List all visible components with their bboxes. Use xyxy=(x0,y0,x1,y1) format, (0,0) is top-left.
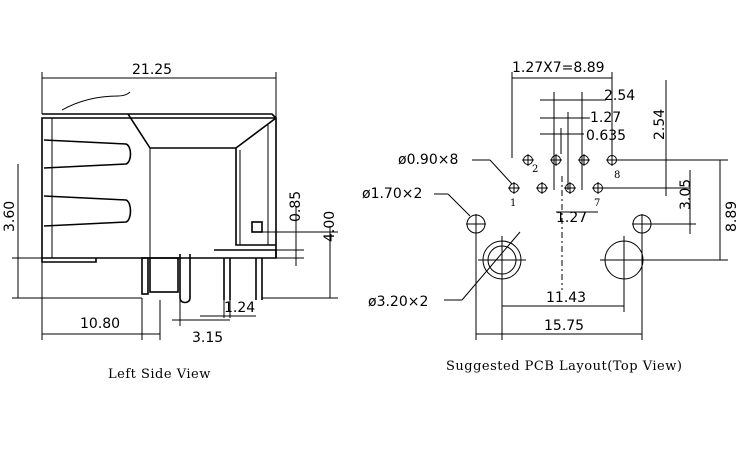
dim-label-pin-offset: 1.24 xyxy=(224,300,255,316)
dim-label-pin-127: 1.27 xyxy=(590,110,621,126)
dim-label-pin-pitch: 3.15 xyxy=(192,330,223,346)
dim-outer-spacing: 15.75 xyxy=(475,234,643,340)
signal-hole-callout: ø0.90×8 xyxy=(398,152,513,185)
left-side-view: 21.25 3.60 0.85 4.00 10.80 xyxy=(2,62,338,382)
signal-pin xyxy=(522,154,534,166)
led-holes xyxy=(466,214,652,234)
led-hole-label: ø1.70×2 xyxy=(362,186,422,202)
dim-front-to-pin: 10.80 xyxy=(41,262,161,340)
dim-row-pitch-vertical: 2.54 xyxy=(604,80,690,196)
dim-label-overall-length: 21.25 xyxy=(132,62,172,78)
pcb-layout-view: 1.27X7=8.89 2.54 1.27 0.635 xyxy=(362,60,740,374)
dim-label-outer-spacing: 15.75 xyxy=(544,318,584,334)
dim-label-height: 3.60 xyxy=(2,201,18,232)
dim-pin-pitch: 3.15 xyxy=(172,298,230,346)
dim-label-row-to-post: 3.05 xyxy=(678,179,694,210)
dim-label-pin-pitch-total: 1.27X7=8.89 xyxy=(512,60,605,76)
dim-pin-0635: 0.635 xyxy=(540,128,626,154)
signal-pin xyxy=(550,154,562,166)
post-holes xyxy=(478,236,648,284)
dim-label-row-pitch-254: 2.54 xyxy=(604,88,635,104)
post-hole-callout: ø3.20×2 xyxy=(368,231,521,310)
dim-right-verticals: 0.85 4.00 xyxy=(262,191,338,299)
dim-row-to-post: 3.05 xyxy=(652,170,696,234)
dim-label-overall-vertical: 8.89 xyxy=(724,201,740,232)
dim-pin-offset: 1.24 xyxy=(200,300,256,318)
post-hole-label: ø3.20×2 xyxy=(368,294,428,310)
dim-label-post-spacing: 11.43 xyxy=(546,290,586,306)
pin-label-8: 8 xyxy=(614,170,620,181)
dim-pin-127-lower: 1.27 xyxy=(556,210,598,226)
dim-overall-vertical: 8.89 xyxy=(648,159,740,261)
dim-label-pin-127-lower: 1.27 xyxy=(556,210,587,226)
led-hole-callout: ø1.70×2 xyxy=(362,186,471,217)
signal-pin xyxy=(536,182,548,194)
dim-row-pitch-254: 2.54 xyxy=(540,88,635,190)
dim-pin-pitch-total: 1.27X7=8.89 xyxy=(511,60,613,158)
pin-label-7: 7 xyxy=(594,198,600,209)
dim-label-pin-0635: 0.635 xyxy=(586,128,626,144)
dim-label-body-height: 4.00 xyxy=(322,211,338,242)
pin-label-2: 2 xyxy=(532,164,538,175)
signal-pin xyxy=(578,154,590,166)
signal-pin-grid xyxy=(508,154,618,194)
dim-label-front-to-pin: 10.80 xyxy=(80,316,120,332)
left-view-caption: Left Side View xyxy=(108,367,211,382)
dim-overall-length: 21.25 xyxy=(41,62,277,118)
pin-label-1: 1 xyxy=(510,198,516,209)
dim-height: 3.60 xyxy=(2,164,142,299)
pcb-view-caption: Suggested PCB Layout(Top View) xyxy=(446,359,682,374)
signal-hole-label: ø0.90×8 xyxy=(398,152,458,168)
dim-label-led-offset: 0.85 xyxy=(288,191,304,222)
signal-pin xyxy=(564,182,576,194)
dim-pin-127: 1.27 xyxy=(540,110,621,190)
signal-pin xyxy=(508,182,520,194)
dim-label-row-pitch-vertical: 2.54 xyxy=(652,109,668,140)
dim-post-spacing: 11.43 xyxy=(501,280,625,340)
connector-body-outline xyxy=(41,91,277,304)
signal-pin xyxy=(592,182,604,194)
